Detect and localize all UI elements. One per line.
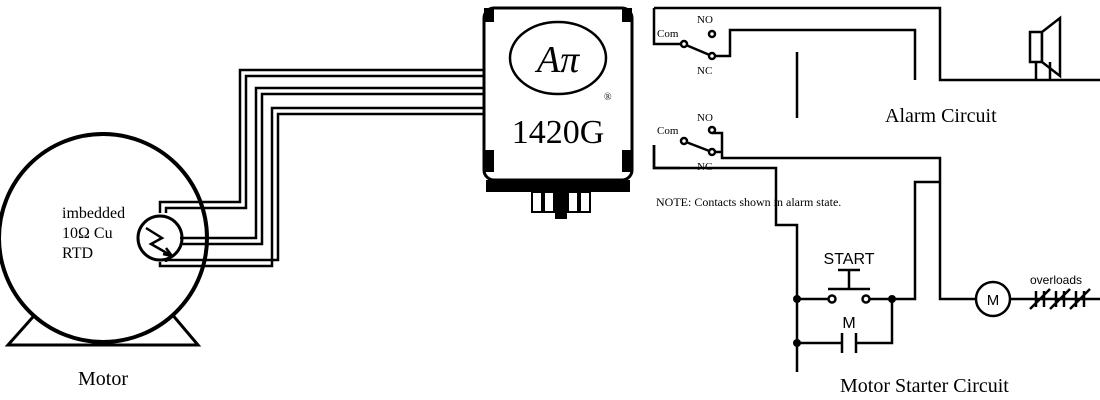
overloads-label: overloads [1030,273,1082,287]
rtd-lead-wires [158,68,484,268]
starter-switch-arm [685,140,713,154]
motor-coil-label: M [987,292,1000,309]
start-contact-left [827,294,837,304]
starter-com-label: Com [657,125,679,137]
contacts-note: NOTE: Contacts shown in alarm state. [656,195,841,209]
motor-caption: Motor [78,368,128,390]
start-contact-right [861,294,871,304]
relay-logo-oval [508,20,608,96]
hold-wire-right [856,180,940,345]
alarm-nc-label: NC [697,65,712,77]
hold-contact-label: M [842,315,855,332]
relay-1420g: Aπ ® 1420G [482,6,634,219]
junction-dots [793,295,896,347]
rtd-zigzag-icon [145,226,173,258]
starter-circuit-caption: Motor Starter Circuit [840,375,1009,397]
lead-wire-3 [158,106,484,268]
alarm-switch-arm [685,43,713,58]
horn-icon [1028,15,1062,80]
relay-logo: Aπ [534,39,580,81]
relay-notch-tl [484,8,494,22]
starter-com-feed [652,145,799,372]
trademark-mark: ® [604,92,612,103]
alarm-com-terminal [679,39,689,49]
rtd-label-line3: RTD [62,245,93,262]
alarm-contacts [652,6,1100,118]
rtd-label-line2: 10Ω Cu [62,225,113,242]
starter-no-label: NO [697,112,713,124]
alarm-nc-wire [715,28,917,80]
overloads-icon [1029,288,1091,310]
motor-starter-circuit [797,180,1100,353]
alarm-no-label: NO [697,14,713,26]
relay-model: 1420G [512,114,605,151]
relay-pins [531,191,591,219]
start-label: START [824,251,875,268]
alarm-com-label: Com [657,28,679,40]
lead-wire-2-inner [180,92,484,246]
alarm-circuit-label: Alarm Circuit [885,105,997,127]
starter-nc-terminal [707,147,717,157]
alarm-no-wire [654,6,1100,82]
starter-no-wire [712,131,942,182]
starter-contacts [652,125,942,372]
lead-wire-1-inner [164,74,484,213]
starter-com-wire [652,145,680,170]
starter-com-terminal [679,136,689,146]
lead-wire-2 [180,86,484,240]
relay-notch-br [622,150,632,172]
relay-notch-tr [622,8,632,22]
relay-base [486,180,630,192]
coil-feed-wire [938,182,975,301]
alarm-no-terminal [707,29,717,39]
lead-wire-3-inner [164,112,484,262]
rtd-arrow-icon [162,247,173,258]
starter-nc-label: NC [697,161,712,173]
rtd-label-line1: imbedded [62,205,125,222]
alarm-nc-terminal [707,51,717,61]
alarm-com-wire [652,8,680,46]
lead-wire-1 [158,68,484,213]
relay-notch-bl [484,150,494,172]
